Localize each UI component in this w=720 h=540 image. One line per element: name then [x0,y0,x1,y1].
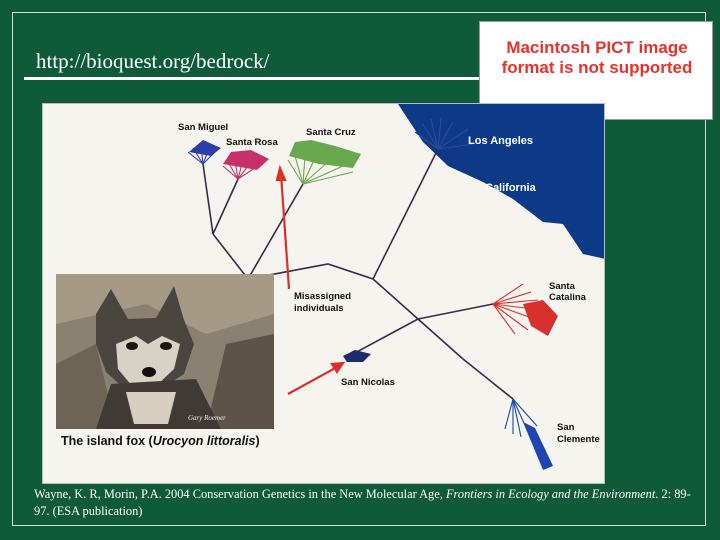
label-individuals: individuals [294,303,344,314]
island-fox-photo: Gary Roemer [56,274,274,429]
label-san-nicolas: San Nicolas [341,377,395,388]
pict-placeholder-text: Macintosh PICT image format is not suppo… [501,38,693,77]
branch-california [372,148,439,280]
santa-catalina-clade [523,300,558,336]
fox-illustration [56,274,274,429]
label-san-miguel: San Miguel [178,122,229,133]
san-clemente-clade [523,422,553,470]
caption-species: Urocyon littoralis [152,434,256,448]
citation-details: . 2: 89-97. (ESA publication) [34,487,691,518]
label-santa-catalina-2: Catalina [549,292,586,303]
label-santa-catalina-1: Santa [549,281,575,292]
san-miguel-clade [189,140,221,156]
caption-text: The island fox ( [61,434,153,448]
phylogeny-tree [187,104,604,470]
san-nicolas-clade [343,350,371,362]
caption-close: ) [255,434,260,448]
phylogeny-figure: San Miguel Santa Rosa Santa Cruz Los Ang… [42,103,605,484]
label-san-clemente-1: San [557,422,575,433]
branch-catalina [417,303,494,320]
label-california: California [485,182,536,194]
branch-nicolas [352,318,419,355]
branch-to-santa-rosa [212,178,239,235]
slide-frame [12,12,706,526]
santa-rosa-clade [223,150,269,170]
fox-caption: The island fox (Urocyon littoralis) [61,434,260,448]
santa-cruz-clade [289,140,361,168]
citation-journal: Frontiers in Ecology and the Environment [445,487,656,501]
label-santa-cruz: Santa Cruz [306,127,356,138]
photo-credit: Gary Roemer [188,414,226,422]
label-santa-rosa: Santa Rosa [226,137,278,148]
branch-clemente [462,358,514,400]
california-coast-ocean [398,104,604,259]
title-underline [24,77,496,80]
misassigned-arrow-nicolas [287,365,340,395]
branch-to-san-miguel [202,163,214,235]
label-san-clemente-2: Clemente [557,434,600,445]
citation: Wayne, K. R, Morin, P.A. 2004 Conservati… [34,486,694,520]
citation-authors: Wayne, K. R, Morin, P.A. 2004 Conservati… [34,487,446,501]
label-los-angeles: Los Angeles [468,135,533,147]
branch-to-santa-cruz [247,183,304,280]
misassigned-arrow-up [279,173,291,290]
slide-url: http://bioquest.org/bedrock/ [36,49,270,73]
tree-backbone [247,263,464,360]
branch-north-islands [212,233,249,280]
label-misassigned: Misassigned [294,291,352,302]
